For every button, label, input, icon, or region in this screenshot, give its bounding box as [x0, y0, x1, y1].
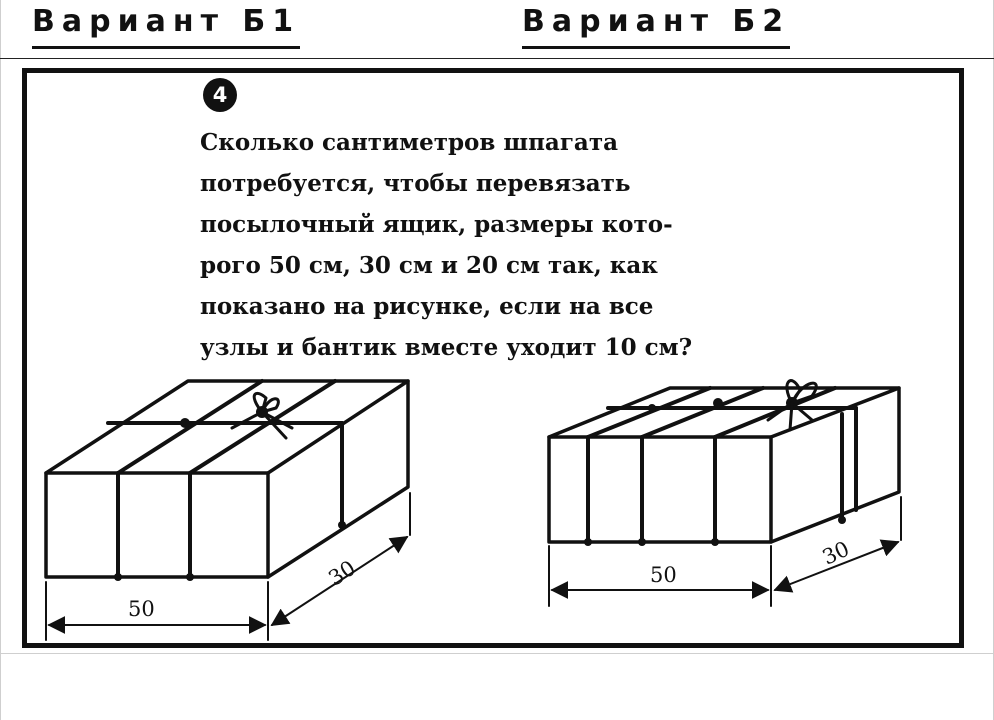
right-box-twine [586, 386, 858, 544]
left-box-bow-icon [230, 392, 294, 440]
variant-b2-title: Вариант Б2 [522, 2, 791, 49]
variant-b1-title: Вариант Б1 [32, 2, 301, 49]
question-line: показано на рисунке, если на все [200, 293, 654, 320]
right-parcel-figure [547, 379, 902, 607]
right-box-bow-icon [766, 379, 818, 432]
task-card: 4 Сколько сантиметров шпагата потребуетс… [22, 68, 964, 648]
task-question: Сколько сантиметров шпагата потребуется,… [200, 122, 800, 368]
left-parcel-figure [44, 379, 411, 641]
question-line: посылочный ящик, размеры кото- [200, 211, 673, 238]
question-line: потребуется, чтобы перевязать [200, 170, 631, 197]
left-box-outline [44, 379, 410, 579]
right-box-outline [547, 386, 901, 544]
question-line: узлы и бантик вместе уходит 10 см? [200, 334, 693, 361]
right-width-label: 30 [819, 537, 853, 570]
left-box-knots [114, 406, 346, 581]
left-length-label: 50 [128, 597, 155, 621]
left-box-dimensions [45, 492, 411, 641]
bottom-divider [0, 653, 994, 654]
task-number-badge: 4 [203, 78, 237, 112]
left-box-twine [106, 379, 344, 579]
question-line: Сколько сантиметров шпагата [200, 129, 618, 156]
right-box-dimensions [548, 496, 902, 607]
left-width-label: 30 [324, 556, 359, 591]
question-line: рого 50 см, 30 см и 20 см так, как [200, 252, 658, 279]
right-length-label: 50 [650, 563, 677, 587]
header-divider [0, 58, 994, 59]
